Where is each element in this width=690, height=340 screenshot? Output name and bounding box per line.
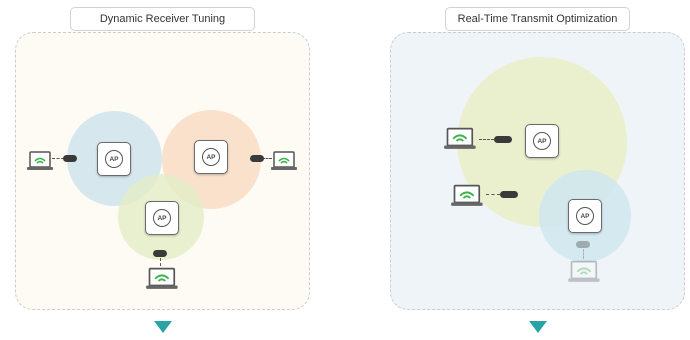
access-point: AP [97,142,131,176]
signal-tag [63,155,77,162]
connection-line [52,158,64,159]
right-panel-title: Real-Time Transmit Optimization [445,7,630,31]
ap-label: AP [576,207,594,225]
ap-label: AP [153,209,171,227]
signal-tag [500,191,518,198]
laptop-icon [146,267,178,289]
laptop-icon [444,127,476,149]
connection-line [486,194,500,195]
connection-line [583,249,584,259]
laptop-icon [27,151,53,170]
left-panel-title: Dynamic Receiver Tuning [70,7,255,31]
down-arrow-icon [154,321,172,333]
left-panel-title-text: Dynamic Receiver Tuning [99,13,226,25]
laptop-icon [271,151,297,170]
signal-tag [576,241,590,248]
access-point: AP [145,201,179,235]
connection-line [479,139,494,140]
down-arrow-icon [529,321,547,333]
connection-line [160,258,161,266]
signal-tag [250,155,264,162]
right-panel-title-text: Real-Time Transmit Optimization [457,13,618,25]
access-point: AP [568,199,602,233]
access-point: AP [525,124,559,158]
access-point: AP [194,140,228,174]
ap-label: AP [533,132,551,150]
laptop-icon [568,260,600,282]
ap-label: AP [202,148,220,166]
ap-label: AP [105,150,123,168]
signal-tag [494,136,512,143]
laptop-icon [451,184,483,206]
connection-line [262,158,272,159]
signal-tag [153,250,167,257]
